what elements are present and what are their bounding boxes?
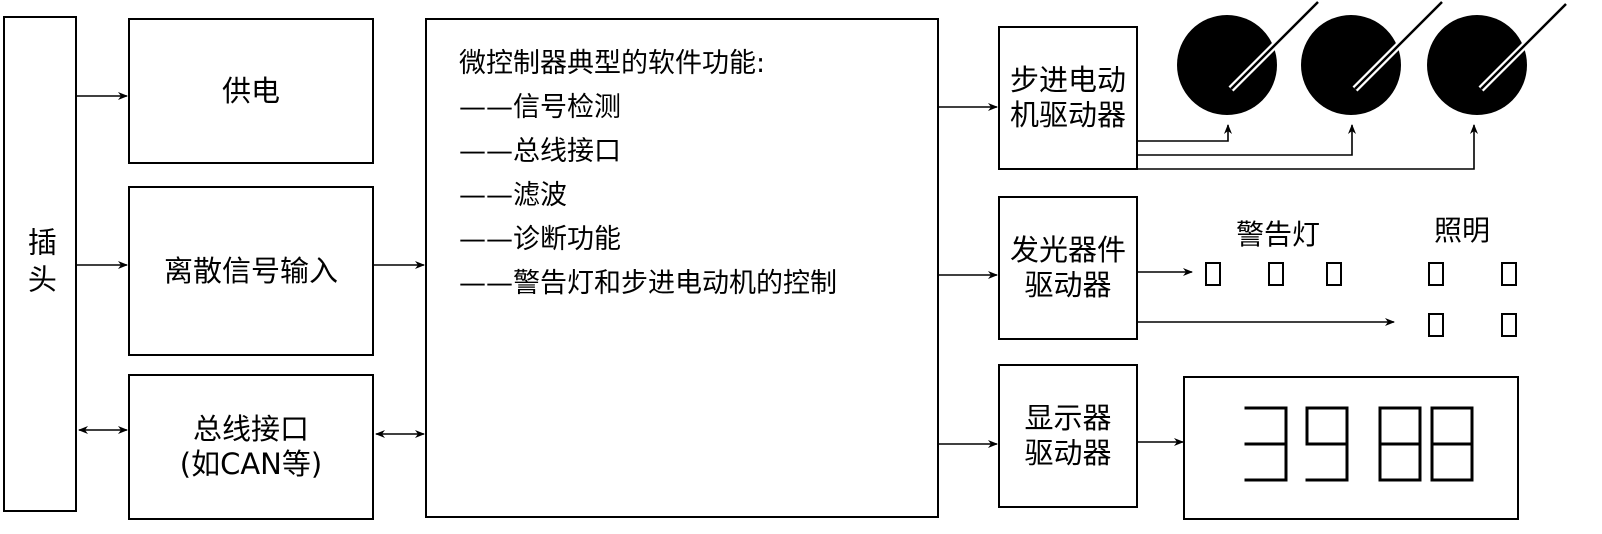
illumination-label: 照明 — [1434, 214, 1490, 247]
warning-lamp — [1268, 262, 1284, 286]
stepper-driver-sublabel: 机驱动器 — [1009, 98, 1126, 132]
mcu-function-item: ——滤波 — [459, 180, 567, 211]
display-driver-label: 显示器 — [1024, 401, 1112, 436]
power-supply-label: 供电 — [221, 73, 280, 108]
bus-interface-block: 总线接口 (如CAN等) — [128, 374, 374, 520]
display-digit — [1244, 406, 1288, 482]
arrow-stepper-to-gauge-2 — [1138, 124, 1356, 156]
display-digit — [1305, 406, 1349, 482]
stepper-driver-block: 步进电动 机驱动器 — [998, 26, 1138, 170]
gauge-3 — [1427, 1, 1569, 115]
warning-lamps-label: 警告灯 — [1236, 218, 1320, 251]
mcu-title: 微控制器典型的软件功能: — [459, 48, 766, 79]
display-digit — [1378, 406, 1422, 482]
digital-display — [1183, 376, 1519, 520]
display-driver-sublabel: 驱动器 — [1024, 436, 1112, 470]
discrete-input-block: 离散信号输入 — [128, 186, 374, 356]
bus-interface-label: 总线接口 — [192, 412, 309, 447]
stepper-driver-label: 步进电动 — [1009, 63, 1126, 98]
warning-lamp — [1205, 262, 1221, 286]
display-digits — [1244, 406, 1474, 482]
mcu-function-item: ——信号检测 — [459, 92, 621, 123]
connector-plug-block: 插头 — [3, 16, 77, 512]
gauge-2 — [1301, 0, 1445, 115]
warning-lamp — [1326, 262, 1342, 286]
mcu-functions: 微控制器典型的软件功能: ——信号检测 ——总线接口 ——滤波 ——诊断功能 —… — [459, 42, 837, 306]
mcu-function-item: ——总线接口 — [459, 136, 621, 167]
gauge-1 — [1177, 0, 1321, 115]
microcontroller-block: 微控制器典型的软件功能: ——信号检测 ——总线接口 ——滤波 ——诊断功能 —… — [425, 18, 939, 518]
bus-interface-sublabel: (如CAN等) — [179, 447, 323, 481]
illumination-lamp — [1428, 262, 1444, 286]
arrow-stepper-to-gauge-3 — [1138, 124, 1478, 170]
illumination-lamp — [1428, 313, 1444, 337]
display-digit — [1430, 406, 1474, 482]
mcu-function-item: ——诊断功能 — [459, 224, 621, 255]
connector-label: 插头 — [23, 227, 58, 301]
discrete-input-label: 离散信号输入 — [163, 253, 338, 288]
led-driver-block: 发光器件 驱动器 — [998, 196, 1138, 340]
illumination-lamp — [1501, 262, 1517, 286]
led-driver-label: 发光器件 — [1009, 233, 1126, 268]
power-supply-block: 供电 — [128, 18, 374, 164]
arrow-stepper-to-gauge-1 — [1138, 124, 1232, 142]
mcu-function-item: ——警告灯和步进电动机的控制 — [459, 268, 837, 299]
illumination-lamp — [1501, 313, 1517, 337]
display-driver-block: 显示器 驱动器 — [998, 364, 1138, 508]
led-driver-sublabel: 驱动器 — [1024, 268, 1112, 302]
